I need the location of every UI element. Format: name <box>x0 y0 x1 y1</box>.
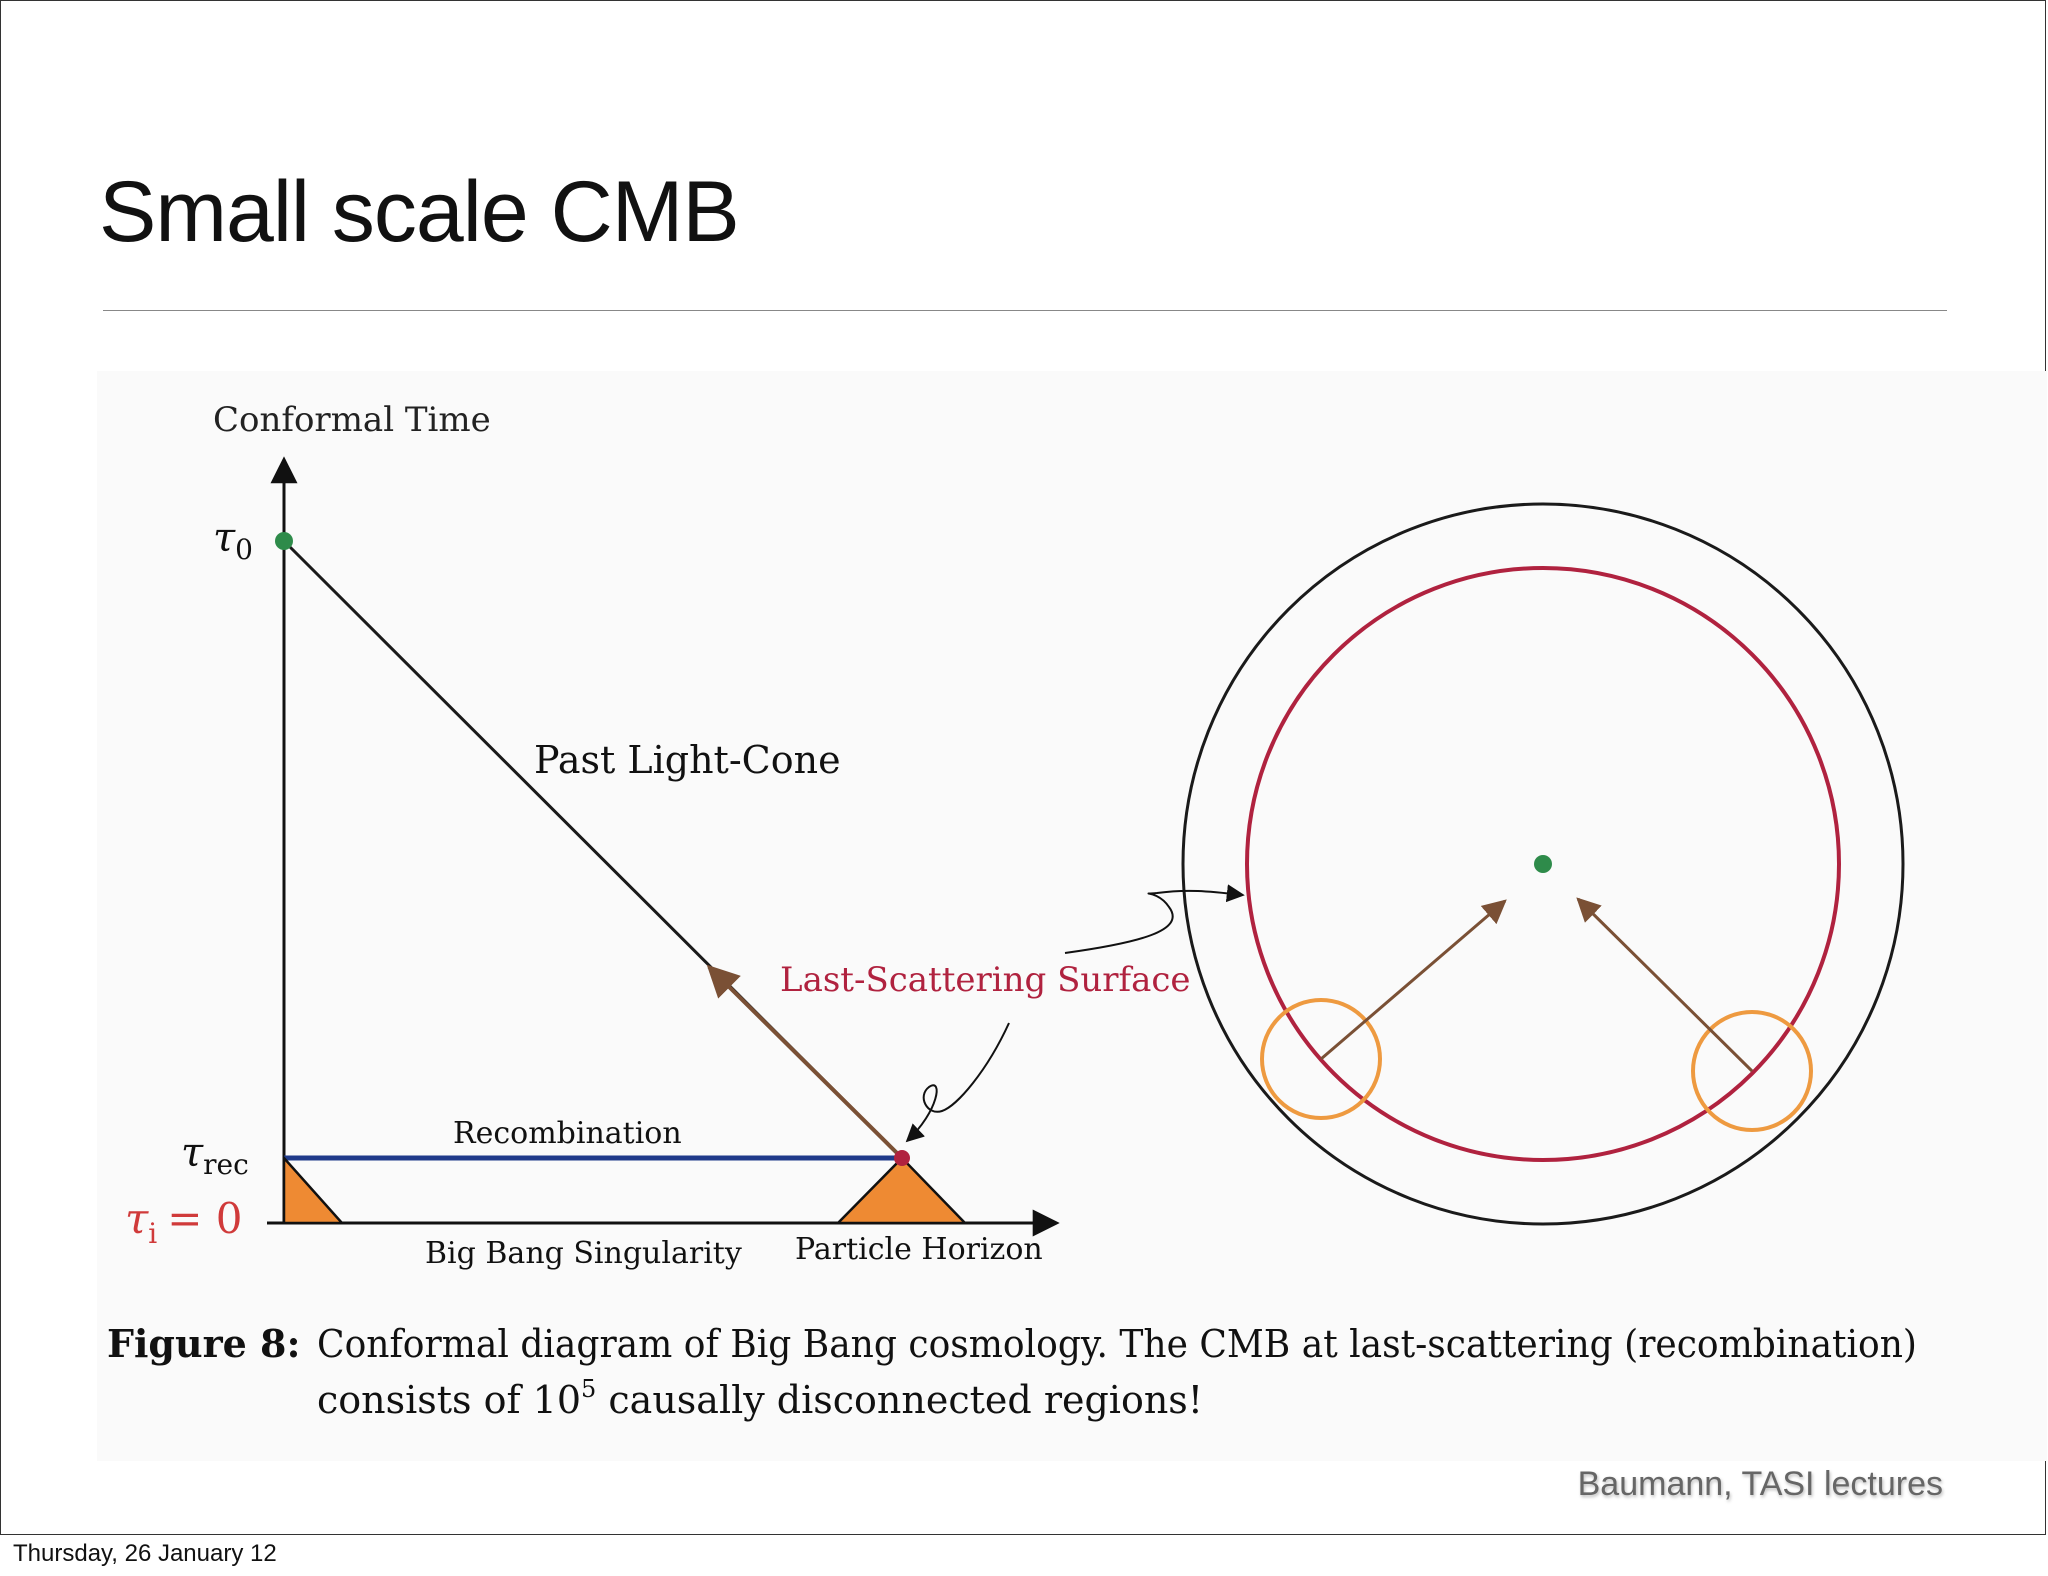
sphere-pointer <box>1064 884 1245 954</box>
particle-horizon-triangle <box>835 1156 968 1225</box>
outer-horizon-circle <box>1181 502 1905 1226</box>
slide: Small scale CMB Conformal Time <box>0 0 2047 1535</box>
source-credit: Baumann, TASI lectures <box>1577 1465 1943 1503</box>
tau-rec-label: τrec <box>181 1130 249 1181</box>
tau0-label: τ0 <box>213 515 253 566</box>
figure-caption-line1: Conformal diagram of Big Bang cosmology.… <box>317 1322 1917 1366</box>
last-scattering-point <box>894 1150 910 1166</box>
last-scattering-label: Last-Scattering Surface <box>780 960 1191 1000</box>
footer-date: Thursday, 26 January 12 <box>13 1540 277 1567</box>
arrow-right-patch <box>1576 897 1754 1073</box>
light-cone-arrow <box>706 964 904 1160</box>
slide-title: Small scale CMB <box>99 164 740 260</box>
causal-patch-left <box>1260 998 1382 1120</box>
causal-patch-right <box>1691 1010 1813 1132</box>
last-scattering-sphere <box>1245 566 1841 1162</box>
figure-panel: Conformal Time τ0 τrec τi= 0 Past Light-… <box>97 371 2047 1461</box>
big-bang-label: Big Bang Singularity <box>425 1236 742 1271</box>
last-scattering-pointer <box>905 1022 1010 1143</box>
figure-caption-label: Figure 8: <box>107 1321 301 1366</box>
left-horizon-triangle <box>282 1154 345 1225</box>
observer-center-point <box>1534 855 1552 873</box>
title-divider <box>103 310 1947 311</box>
figure-caption-line2: consists of 105 causally disconnected re… <box>317 1375 1203 1422</box>
tau-i-label: τi= 0 <box>125 1194 242 1250</box>
y-axis-label: Conformal Time <box>213 400 491 440</box>
observer-point <box>275 532 293 550</box>
particle-horizon-label: Particle Horizon <box>795 1232 1043 1267</box>
past-light-cone-label: Past Light-Cone <box>534 738 841 782</box>
arrow-left-patch <box>1320 899 1507 1061</box>
recombination-label: Recombination <box>453 1116 682 1151</box>
conformal-diagram: Conformal Time τ0 τrec τi= 0 Past Light-… <box>107 400 1917 1422</box>
